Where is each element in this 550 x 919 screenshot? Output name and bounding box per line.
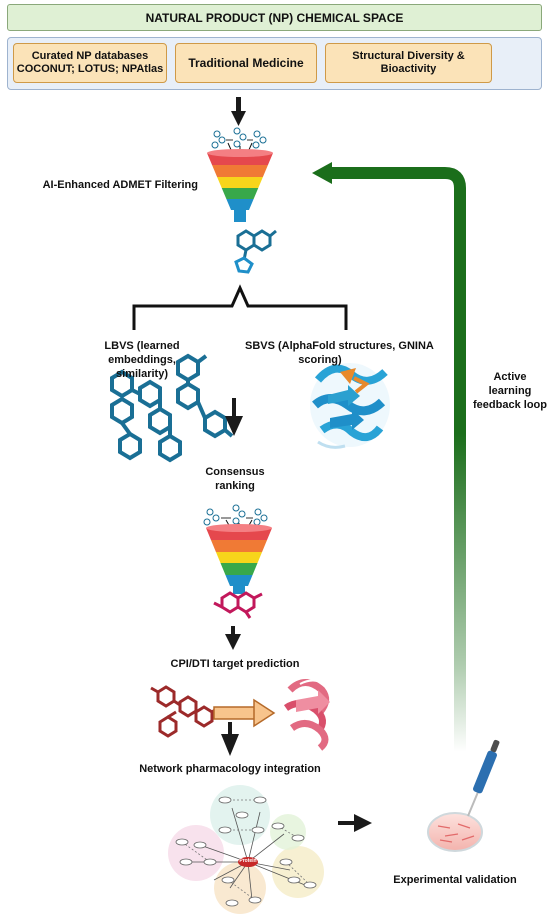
admet-funnel-icon xyxy=(207,153,273,210)
cpi-prediction-label: CPI/DTI target prediction xyxy=(170,658,300,670)
source-structural-diversity-line2: Bioactivity xyxy=(380,63,437,75)
funnel2-spout xyxy=(233,586,245,594)
pipette-icon xyxy=(467,739,500,817)
feedback-line3: feedback loop xyxy=(473,399,547,411)
arrow-to-validation xyxy=(338,814,372,832)
molecule-cluster-2-icon xyxy=(203,504,268,526)
network-hub-label: Protein xyxy=(239,858,257,864)
funnel-top-rim xyxy=(207,149,273,157)
sbvs-label-line1: SBVS (AlphaFold structures, GNINA xyxy=(245,340,434,352)
network-graph-icon xyxy=(168,785,324,914)
ranked-ligand-icon xyxy=(213,591,263,619)
sbvs-label: SBVS (AlphaFold structures, GNINA scorin… xyxy=(245,339,445,367)
lbvs-label: LBVS (learned embeddings, similarity) xyxy=(72,339,212,381)
feedback-loop-label: Active learning feedback loop xyxy=(470,370,550,412)
source-structural-diversity-line1: Structural Diversity & xyxy=(352,50,465,62)
sbvs-protein-icon xyxy=(310,357,390,449)
feedback-line1: Active xyxy=(493,371,527,383)
source-np-databases-line1: Curated NP databases xyxy=(31,50,149,62)
funnel-spout xyxy=(234,210,246,222)
source-np-databases-line2: COCONUT; LOTUS; NPAtlas xyxy=(16,63,164,75)
feedback-loop-arrow xyxy=(312,162,466,752)
experimental-validation-label: Experimental validation xyxy=(393,874,517,886)
source-np-databases: Curated NP databases COCONUT; LOTUS; NPA… xyxy=(13,43,167,83)
funnel2-top-rim xyxy=(206,524,272,532)
target-protein-icon xyxy=(283,679,330,751)
cpi-to-target-arrow xyxy=(213,698,276,728)
chemical-space-header: NATURAL PRODUCT (NP) CHEMICAL SPACE xyxy=(7,4,542,31)
cpi-ligand-icon xyxy=(150,685,219,738)
molecule-cluster-icon xyxy=(211,127,267,149)
down-arrow-consensus xyxy=(225,398,243,436)
consensus-line1: Consensus xyxy=(205,466,265,478)
admet-filtering-label: AI-Enhanced ADMET Filtering xyxy=(42,179,198,191)
lbvs-label-line1: LBVS (learned embeddings, xyxy=(104,340,180,366)
filtered-ligand-icon xyxy=(234,229,277,274)
network-hub-node xyxy=(238,857,258,867)
header-title: NATURAL PRODUCT (NP) CHEMICAL SPACE xyxy=(145,10,404,25)
down-arrow-cpi xyxy=(225,626,241,650)
down-arrow-sources xyxy=(231,97,246,126)
lbvs-ligands-icon xyxy=(110,353,234,463)
feedback-line2: learning xyxy=(488,385,532,397)
consensus-funnel-icon xyxy=(206,528,272,586)
consensus-ranking-label: Consensus ranking xyxy=(190,465,280,493)
sbvs-label-line2: scoring) xyxy=(298,354,342,366)
consensus-line2: ranking xyxy=(215,480,255,492)
source-structural-diversity: Structural Diversity & Bioactivity xyxy=(325,43,492,83)
source-traditional-medicine-label: Traditional Medicine xyxy=(188,55,304,70)
down-arrow-network xyxy=(221,722,239,756)
split-bracket xyxy=(132,284,348,330)
lbvs-label-line2: similarity) xyxy=(116,368,168,380)
network-pharmacology-label: Network pharmacology integration xyxy=(139,763,321,775)
petri-dish-icon xyxy=(427,812,483,852)
source-traditional-medicine: Traditional Medicine xyxy=(175,43,317,83)
